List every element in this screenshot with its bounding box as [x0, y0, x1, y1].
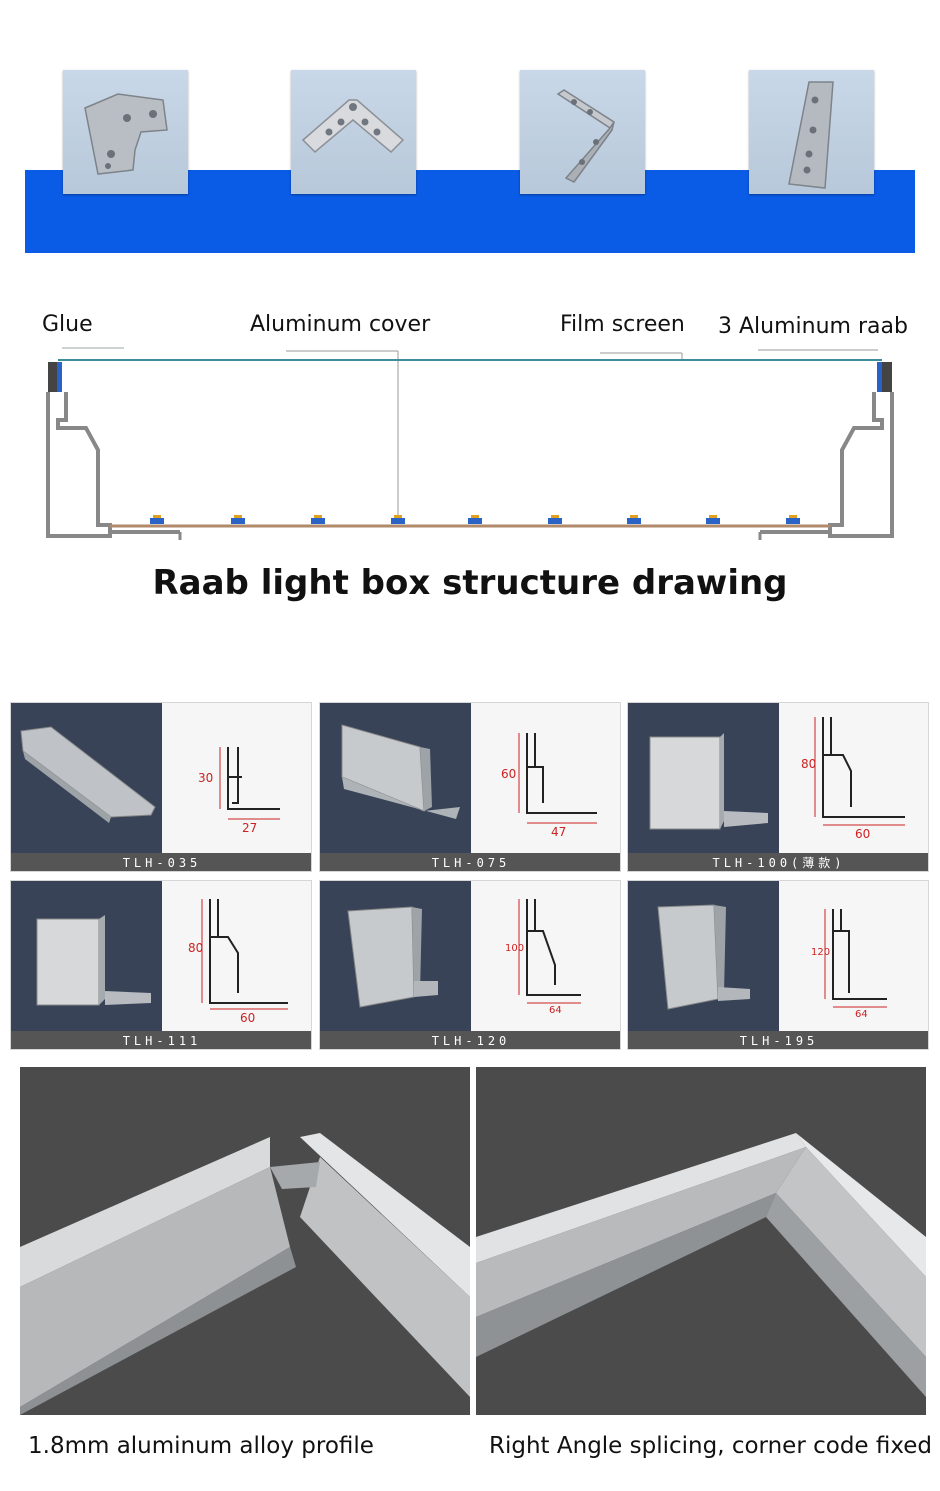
bracket-photo-3 [520, 70, 645, 194]
profile-card-tlh-111: 80 60 TLH-111 [10, 880, 312, 1050]
bracket-plate-icon [84, 93, 168, 175]
label-aluminum-raab: 3 Aluminum raab [718, 314, 908, 339]
profile-photo [628, 881, 779, 1031]
corner-photo-right-angle [476, 1067, 926, 1415]
label-film-screen: Film screen [560, 312, 685, 337]
caption-right-angle-splicing: Right Angle splicing, corner code fixed [489, 1433, 933, 1459]
profile-code: TLH-100(薄款) [628, 853, 928, 871]
width-dimension: 64 [549, 1005, 562, 1016]
bracket-straight-icon [788, 81, 834, 189]
caption-aluminum-profile: 1.8mm aluminum alloy profile [28, 1433, 374, 1459]
profile-cross-section: 60 47 [471, 703, 620, 853]
width-dimension: 60 [240, 1011, 256, 1025]
label-aluminum-cover: Aluminum cover [250, 312, 431, 337]
height-dimension: 120 [811, 947, 831, 958]
profile-code: TLH-120 [320, 1031, 620, 1049]
height-dimension: 80 [188, 941, 204, 955]
profile-card-tlh-035: 30 27 TLH-035 [10, 702, 312, 872]
bracket-angle-icon [556, 89, 616, 183]
light-box-structure-diagram [46, 347, 894, 540]
width-dimension: 64 [855, 1009, 868, 1020]
profile-card-tlh-075: 60 47 TLH-075 [319, 702, 621, 872]
label-glue: Glue [42, 312, 93, 337]
diagram-title: Raab light box structure drawing [152, 563, 788, 603]
profile-cross-section: 100 64 [471, 881, 620, 1031]
width-dimension: 47 [551, 825, 567, 839]
height-dimension: 80 [801, 757, 817, 771]
profile-photo [11, 703, 162, 853]
width-dimension: 60 [855, 827, 871, 841]
height-dimension: 100 [505, 943, 525, 954]
profile-cross-section: 30 27 [162, 703, 311, 853]
bracket-v-icon [301, 99, 405, 154]
bracket-photo-4 [749, 70, 874, 194]
profile-card-tlh-100: 80 60 TLH-100(薄款) [627, 702, 929, 872]
profile-code: TLH-075 [320, 853, 620, 871]
profile-code: TLH-111 [11, 1031, 311, 1049]
profile-cross-section: 80 60 [779, 703, 928, 853]
profile-card-tlh-120: 100 64 TLH-120 [319, 880, 621, 1050]
profile-code: TLH-195 [628, 1031, 928, 1049]
profile-cross-section: 80 60 [162, 881, 311, 1031]
profile-code: TLH-035 [11, 853, 311, 871]
profile-photo [11, 881, 162, 1031]
bracket-photo-1 [63, 70, 188, 194]
profile-cross-section: 120 64 [779, 881, 928, 1031]
height-dimension: 60 [501, 767, 517, 781]
height-dimension: 30 [198, 771, 214, 785]
bracket-photo-2 [291, 70, 416, 194]
profile-photo [628, 703, 779, 853]
corner-photo-profile [20, 1067, 470, 1415]
width-dimension: 27 [242, 821, 258, 835]
profile-card-tlh-195: 120 64 TLH-195 [627, 880, 929, 1050]
profile-photo [320, 703, 471, 853]
profile-photo [320, 881, 471, 1031]
